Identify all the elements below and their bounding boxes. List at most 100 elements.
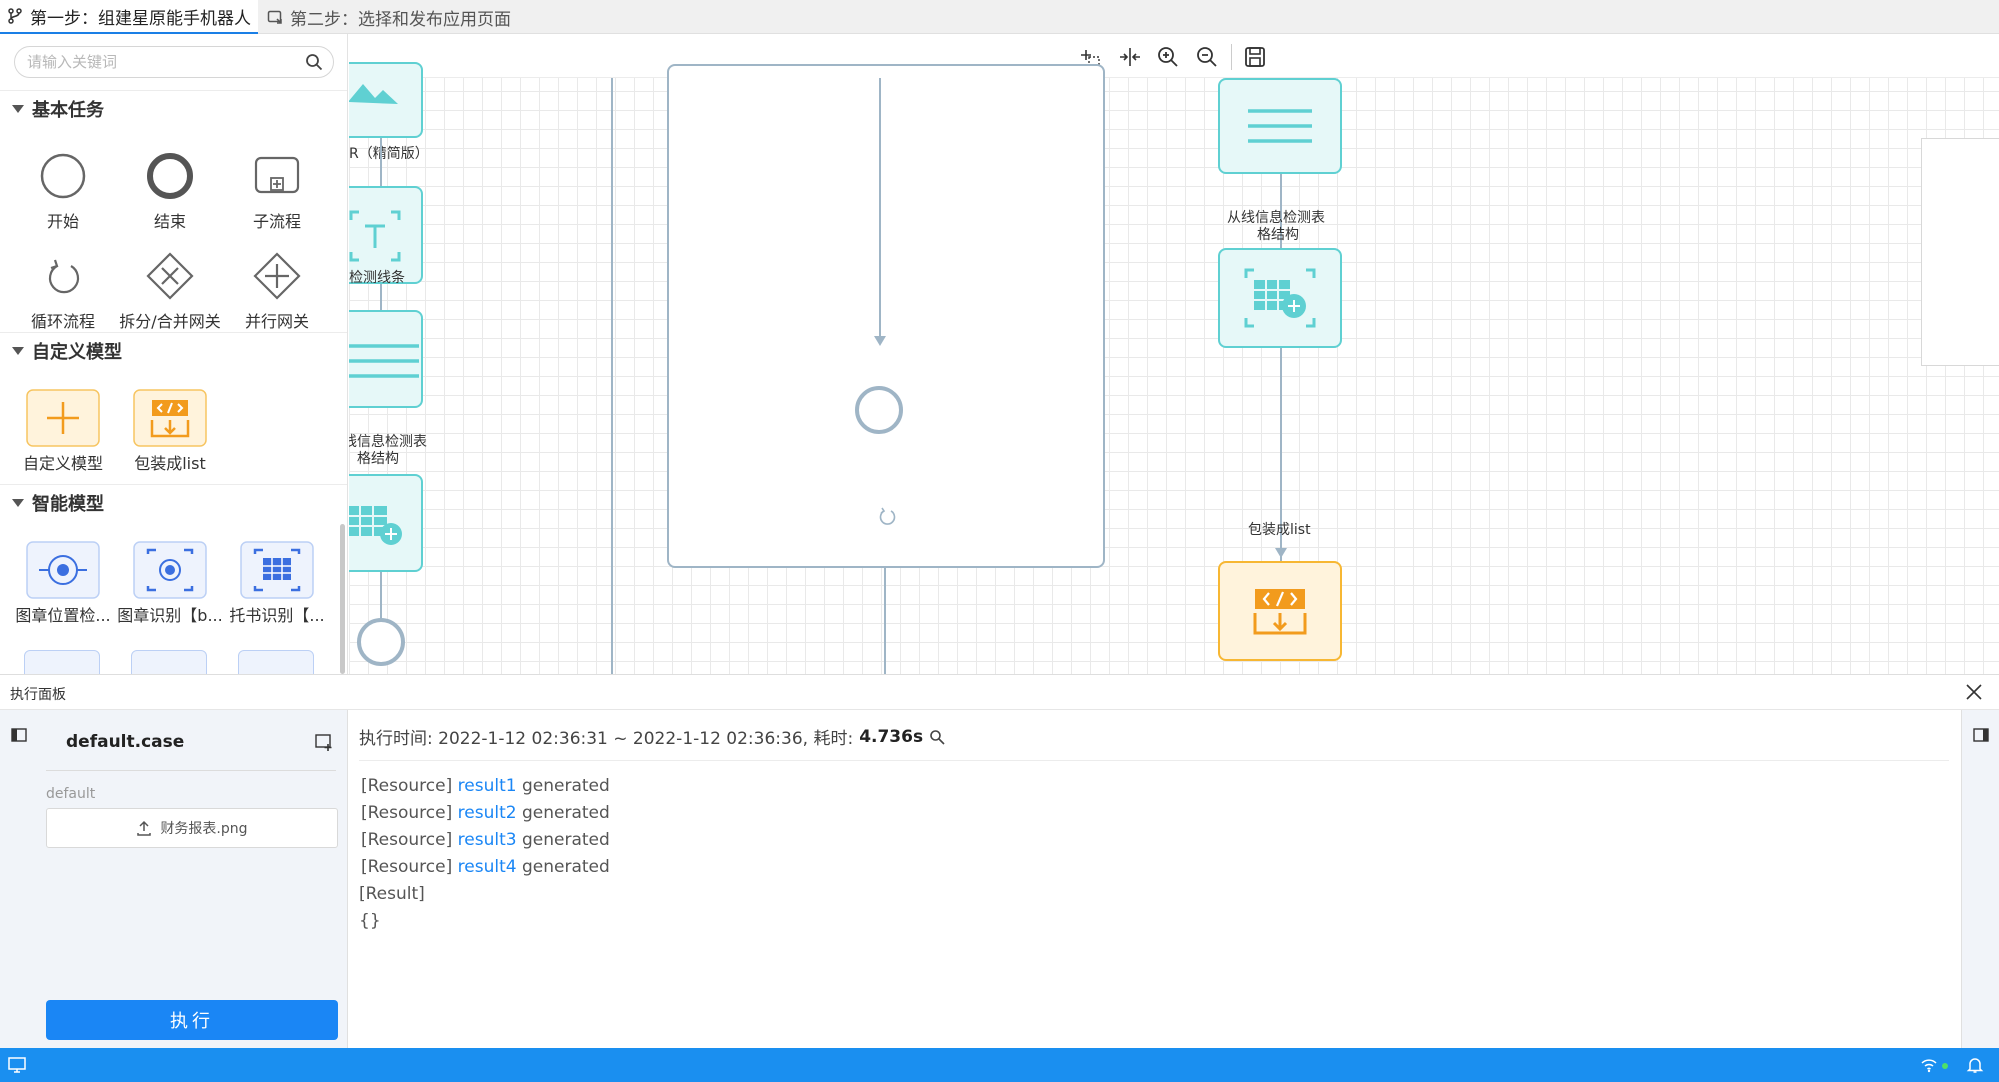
table-structure-node-left[interactable]	[349, 474, 423, 572]
palette-item-partial[interactable]	[24, 650, 100, 674]
palette-search	[14, 46, 334, 78]
log-prefix: [Resource]	[361, 776, 453, 796]
palette-item-custom-model[interactable]: 自定义模型	[13, 388, 113, 478]
start-circle-icon	[25, 146, 101, 206]
log-suffix: generated	[521, 857, 610, 877]
panel-toggle-icon[interactable]	[1972, 726, 1990, 744]
palette-item-loop[interactable]: 循环流程	[13, 246, 113, 336]
lines-icon	[349, 344, 419, 378]
tab-step-two-label: 第二步：选择和发布应用页面	[290, 9, 511, 30]
palette-item-label: 拆分/合并网关	[119, 312, 221, 331]
wifi-icon[interactable]	[1920, 1056, 1938, 1074]
zoom-out-icon[interactable]	[1194, 44, 1220, 70]
detect-lines-label: 检测线条	[349, 270, 405, 286]
palette-item-partial[interactable]	[238, 650, 314, 674]
connector	[884, 568, 886, 674]
tab-step-one[interactable]: 第一步：组建星原能手机器人	[0, 0, 258, 34]
search-icon[interactable]	[929, 729, 945, 745]
connector	[380, 284, 382, 310]
table-right-label-2: 格结构	[1257, 227, 1299, 243]
status-bar	[0, 1048, 1999, 1082]
table-left-label-1: 线信息检测表	[349, 434, 427, 450]
component-palette: 基本任务 开始 结束 子流程 循环流程 拆分/合并网关 并行网关 自定义模型 自…	[0, 34, 348, 674]
connector	[1280, 174, 1282, 250]
result-value: {}	[359, 911, 381, 931]
case-name: default.case	[66, 732, 185, 752]
exec-time: 执行时间: 2022-1-12 02:36:31 ~ 2022-1-12 02:…	[359, 724, 945, 749]
exec-duration: 4.736s	[859, 726, 924, 747]
code-download-icon	[132, 388, 208, 448]
palette-item-label: 循环流程	[30, 312, 95, 331]
lines-node[interactable]	[349, 310, 423, 408]
palette-item-seal-recognition[interactable]: 图章识别【b...	[117, 540, 223, 630]
palette-item-subprocess[interactable]: 子流程	[227, 146, 327, 236]
close-icon[interactable]	[1963, 681, 1985, 703]
palette-item-parallel-gateway[interactable]: 并行网关	[227, 246, 327, 336]
lines-node-right[interactable]	[1218, 78, 1342, 174]
section-basic-tasks[interactable]: 基本任务	[0, 90, 347, 126]
palette-item-partial[interactable]	[131, 650, 207, 674]
top-tab-bar: 第一步：组建星原能手机器人 第二步：选择和发布应用页面	[0, 0, 1999, 34]
table-structure-node-right[interactable]	[1218, 248, 1342, 348]
palette-item-label: 图章识别【b...	[117, 606, 223, 625]
loop-marker-icon	[877, 506, 897, 526]
result-link[interactable]: result3	[457, 830, 517, 850]
loop-container[interactable]	[667, 64, 1105, 568]
palette-item-end[interactable]: 结束	[120, 146, 220, 236]
section-custom-models[interactable]: 自定义模型	[0, 332, 347, 368]
detect-lines-node[interactable]	[349, 186, 423, 284]
upload-file-button[interactable]: 财务报表.png	[46, 808, 338, 848]
result-link[interactable]: result4	[457, 857, 517, 877]
run-button[interactable]: 执行	[46, 1000, 338, 1040]
table-detect-icon	[349, 506, 402, 545]
canvas-toolbar	[349, 34, 1999, 78]
online-status-dot	[1942, 1063, 1948, 1069]
end-event-left[interactable]	[357, 618, 405, 666]
branch-icon	[6, 7, 24, 25]
palette-item-exclusive-gateway[interactable]: 拆分/合并网关	[119, 246, 221, 336]
log-suffix: generated	[521, 803, 610, 823]
tab-step-one-label: 第一步：组建星原能手机器人	[30, 8, 251, 29]
palette-item-wrap-list[interactable]: 包装成list	[120, 388, 220, 478]
palette-scrollbar[interactable]	[340, 524, 345, 674]
result-link[interactable]: result2	[457, 803, 517, 823]
publish-page-icon	[266, 8, 284, 26]
end-event-loop[interactable]	[855, 386, 903, 434]
divider	[359, 760, 1949, 761]
log-prefix: [Resource]	[361, 830, 453, 850]
arrow-head	[874, 336, 886, 346]
save-icon[interactable]	[1242, 44, 1268, 70]
palette-item-label: 包装成list	[134, 454, 206, 473]
monitor-icon[interactable]	[8, 1056, 26, 1074]
result-link[interactable]: result1	[457, 776, 517, 796]
table-detect-icon	[1244, 268, 1316, 328]
arrow-head	[1275, 548, 1287, 558]
zoom-in-icon[interactable]	[1155, 44, 1181, 70]
fit-width-icon[interactable]	[1117, 44, 1143, 70]
palette-item-seal-position[interactable]: 图章位置检...	[13, 540, 113, 630]
exec-output: 执行时间: 2022-1-12 02:36:31 ~ 2022-1-12 02:…	[349, 710, 1961, 1048]
flow-canvas[interactable]: R（精简版） 检测线条 线信息检测表 格结构 从线信息检测表 格结构 包装成li…	[349, 34, 1999, 674]
section-basic-title: 基本任务	[32, 99, 104, 121]
table-right-label-1: 从线信息检测表	[1227, 210, 1325, 226]
new-case-icon[interactable]	[314, 732, 334, 752]
palette-item-consignment-recognition[interactable]: 托书识别【...	[227, 540, 327, 630]
tab-step-two[interactable]: 第二步：选择和发布应用页面	[266, 0, 526, 34]
result-label: [Result]	[359, 884, 425, 904]
exec-panel-header: 执行面板	[0, 674, 1999, 710]
ocr-node[interactable]	[349, 62, 423, 138]
document-scan-icon	[239, 540, 315, 600]
sidebar-toggle-icon[interactable]	[10, 726, 28, 744]
section-smart-models[interactable]: 智能模型	[0, 484, 347, 520]
palette-item-label: 图章位置检...	[15, 606, 111, 625]
bell-icon[interactable]	[1966, 1056, 1984, 1074]
wrap-list-node[interactable]	[1218, 561, 1342, 661]
pool-border	[611, 78, 613, 674]
log-line: [Resource] result4 generated	[361, 857, 610, 877]
search-input[interactable]	[27, 51, 289, 73]
search-icon[interactable]	[305, 53, 323, 71]
minimap[interactable]	[1921, 138, 1999, 366]
seal-scan-icon	[132, 540, 208, 600]
palette-item-start[interactable]: 开始	[13, 146, 113, 236]
palette-item-label: 自定义模型	[22, 454, 103, 473]
